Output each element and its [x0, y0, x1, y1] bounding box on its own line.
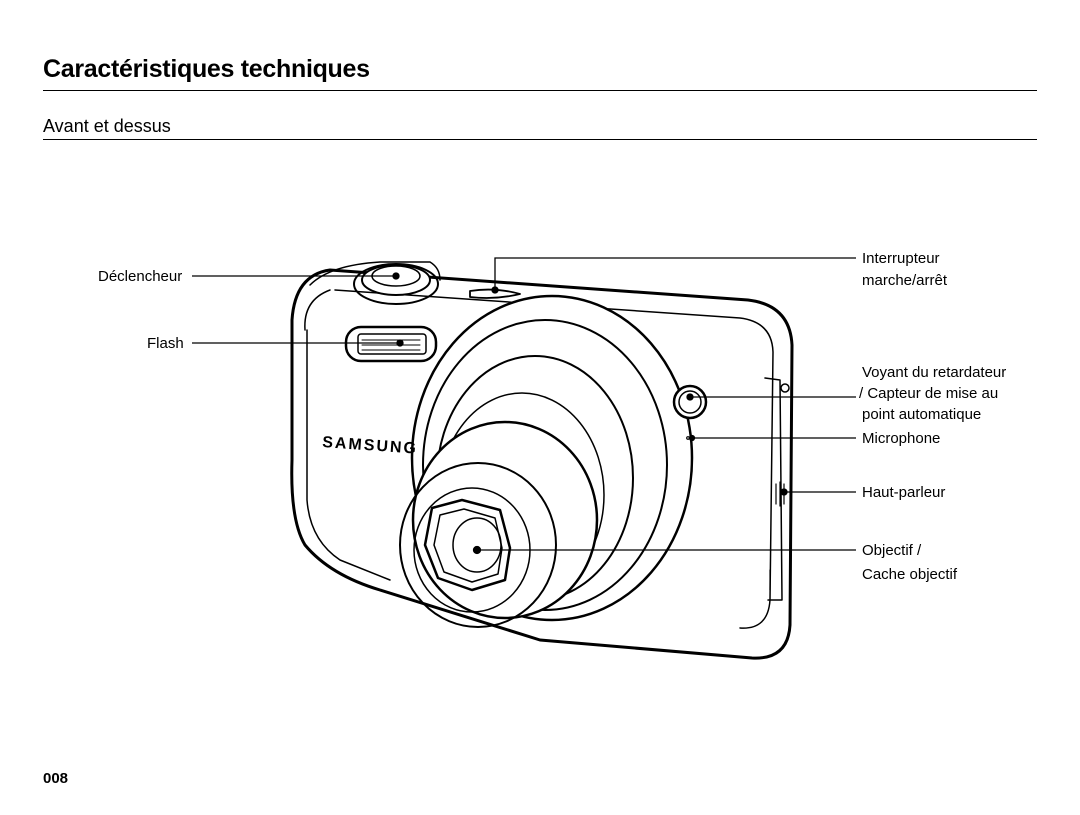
- lens-cover: [423, 498, 512, 592]
- callout-lens-line1: Objectif /: [862, 542, 922, 559]
- power-button: [469, 288, 521, 299]
- callout-microphone: Microphone: [862, 430, 941, 447]
- callout-timer-line2: / Capteur de mise au: [859, 385, 999, 402]
- callout-shutter: Déclencheur: [98, 268, 183, 285]
- flash-window: [344, 325, 438, 363]
- callout-power-line2: marche/arrêt: [862, 272, 948, 289]
- lens-barrel: [399, 294, 694, 628]
- callout-timer-line3: point automatique: [862, 406, 982, 423]
- callout-speaker: Haut-parleur: [862, 484, 946, 501]
- brand-logo: SAMSUNG: [322, 434, 419, 458]
- page-number: 008: [43, 770, 69, 787]
- leader-lines: [192, 257, 856, 555]
- page-title: Caractéristiques techniques: [43, 55, 370, 83]
- subtitle-divider: [43, 139, 1037, 140]
- shutter-button: [353, 263, 439, 305]
- callout-timer-line1: Voyant du retardateur: [862, 364, 1007, 381]
- camera-body: [290, 268, 794, 660]
- section-subtitle: Avant et dessus: [43, 116, 171, 136]
- callout-power-line1: Interrupteur: [862, 250, 940, 267]
- title-divider: [43, 90, 1037, 91]
- callout-flash: Flash: [147, 335, 184, 352]
- callout-lens-line2: Cache objectif: [862, 566, 958, 583]
- self-timer-lamp: [672, 384, 708, 420]
